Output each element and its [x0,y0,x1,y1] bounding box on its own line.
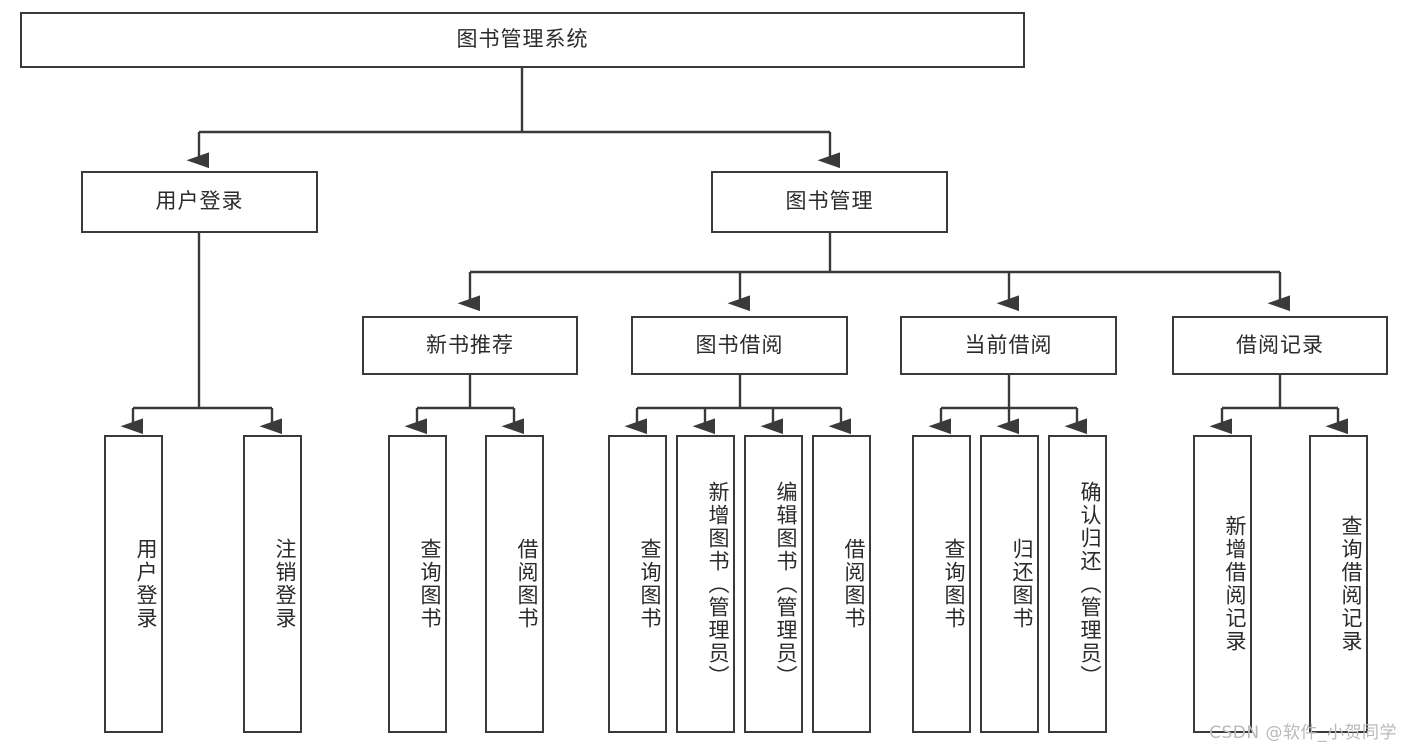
node-label: 新增借阅记录 [1223,515,1247,653]
node-label: 注销登录 [273,538,297,630]
leaf-recommend-query-book[interactable]: 查询图书 [388,435,447,733]
node-label: 查询图书 [418,538,442,630]
node-label: 归还图书 [1010,538,1034,630]
leaf-current-confirm-return-admin[interactable]: 确认归还（管理员） [1048,435,1107,733]
node-label: 图书管理系统 [456,27,589,52]
leaf-borrow-borrow-book[interactable]: 借阅图书 [812,435,871,733]
node-label: 借阅记录 [1236,332,1324,357]
node-new-book-recommend[interactable]: 新书推荐 [362,316,578,375]
node-label: 当前借阅 [964,332,1053,357]
node-label: 图书借阅 [695,332,784,357]
node-label: 用户登录 [155,189,244,214]
node-book-management[interactable]: 图书管理 [711,171,948,233]
node-label: 查询图书 [638,538,662,630]
node-label: 查询借阅记录 [1339,515,1363,653]
node-user-login[interactable]: 用户登录 [81,171,318,233]
node-borrow-record[interactable]: 借阅记录 [1172,316,1388,375]
leaf-record-add-record[interactable]: 新增借阅记录 [1193,435,1252,733]
node-label: 查询图书 [942,538,966,630]
node-label: 借阅图书 [842,538,866,630]
leaf-borrow-edit-book-admin[interactable]: 编辑图书（管理员） [744,435,803,733]
leaf-borrow-query-book[interactable]: 查询图书 [608,435,667,733]
node-label: 编辑图书（管理员） [774,480,798,688]
node-label: 新增图书（管理员） [706,480,730,688]
leaf-recommend-borrow-book[interactable]: 借阅图书 [485,435,544,733]
node-current-borrow[interactable]: 当前借阅 [900,316,1117,375]
node-label: 确认归还（管理员） [1078,480,1102,688]
leaf-user-login-signout[interactable]: 注销登录 [243,435,302,733]
leaf-record-query-record[interactable]: 查询借阅记录 [1309,435,1368,733]
watermark: CSDN @软件_小贺同学 [1209,723,1397,743]
node-label: 图书管理 [785,189,874,214]
node-book-borrow[interactable]: 图书借阅 [631,316,848,375]
node-label: 新书推荐 [426,332,514,357]
node-label: 借阅图书 [515,538,539,630]
leaf-current-return-book[interactable]: 归还图书 [980,435,1039,733]
node-label: 用户登录 [134,538,158,630]
leaf-user-login-signin[interactable]: 用户登录 [104,435,163,733]
node-root-book-management-system[interactable]: 图书管理系统 [20,12,1025,68]
leaf-current-query-book[interactable]: 查询图书 [912,435,971,733]
leaf-borrow-add-book-admin[interactable]: 新增图书（管理员） [676,435,735,733]
